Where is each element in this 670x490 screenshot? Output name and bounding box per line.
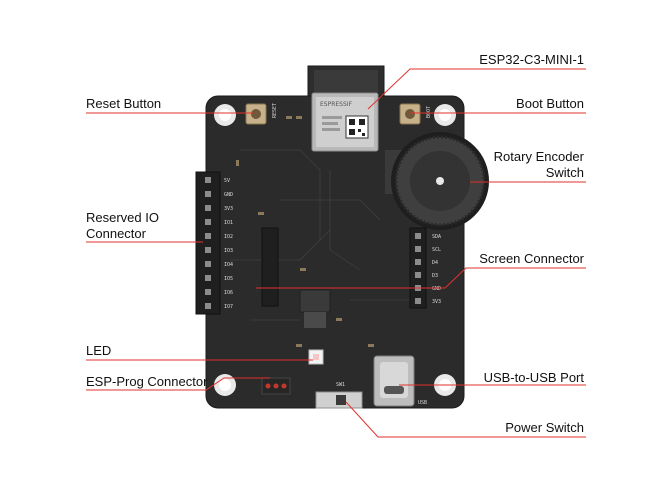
screen-pin-label: GND (432, 286, 441, 292)
reserved-io-pin-label: IO7 (224, 304, 233, 310)
line-power (345, 401, 586, 438)
reserved-io-pin (205, 303, 211, 309)
reserved-io-pin-label: 3V3 (224, 206, 233, 212)
reserved-io-pin-label: IO4 (224, 262, 233, 268)
rotary-encoder[interactable] (385, 132, 489, 230)
smd-components (236, 116, 374, 347)
reserved-io-pin-label: IO2 (224, 234, 233, 240)
esp32-module-shield: ESPRESSIF (311, 92, 379, 152)
label-reserved-io-line2: Connector (86, 226, 146, 241)
line-screen (256, 267, 586, 289)
line-esp-prog (86, 377, 270, 391)
label-rotary-line2: Switch (545, 165, 584, 180)
screen-pin (415, 298, 421, 304)
mounting-holes (214, 104, 456, 396)
reserved-io-pin (205, 191, 211, 197)
reserved-io-pin (205, 205, 211, 211)
line-esp32 (367, 68, 586, 110)
reset-silk: RESET (272, 103, 278, 118)
pcb-traces (230, 149, 410, 321)
reserved-io-pin-label: IO6 (224, 290, 233, 296)
usb-port: USB (373, 355, 427, 407)
reserved-io-pin-label: IO1 (224, 220, 233, 226)
led (308, 349, 324, 365)
label-esp32-module: ESP32-C3-MINI-1 (479, 52, 584, 67)
label-screen-connector: Screen Connector (479, 251, 584, 266)
sw1-silk: SW1 (336, 382, 345, 388)
label-reset-button: Reset Button (86, 96, 162, 111)
screen-pin-label: D3 (432, 273, 438, 279)
label-power-switch: Power Switch (505, 420, 584, 435)
screen-pin-label: D4 (432, 260, 438, 266)
reserved-io-pin (205, 247, 211, 253)
label-boot-button: Boot Button (516, 96, 584, 111)
inner-header (261, 227, 279, 307)
screen-pin-label: 3V3 (432, 299, 441, 305)
screen-pin (415, 272, 421, 278)
callout-lines (86, 68, 586, 438)
label-led: LED (86, 343, 112, 358)
reserved-io-pin (205, 261, 211, 267)
boot-button[interactable]: BOOT (399, 103, 432, 125)
reserved-io-pin-label: IO3 (224, 248, 233, 254)
label-usb-port: USB-to-USB Port (483, 370, 584, 385)
usb-silk: USB (418, 400, 427, 406)
reserved-io-pin (205, 233, 211, 239)
screen-connector (409, 227, 427, 309)
screen-pin (415, 259, 421, 265)
esp32-module (307, 65, 385, 97)
power-switch[interactable]: SW1 (315, 382, 363, 409)
screen-pin-label: SCL (432, 247, 441, 253)
reserved-io-pin (205, 275, 211, 281)
reset-button[interactable]: RESET (245, 103, 278, 125)
reserved-io-pin (205, 219, 211, 225)
screen-pin (415, 246, 421, 252)
reserved-io-pin (205, 289, 211, 295)
label-reserved-io-line1: Reserved IO (86, 210, 159, 225)
screen-pin (415, 233, 421, 239)
label-rotary-line1: Rotary Encoder (493, 149, 584, 164)
reserved-io-pin-label: GND (224, 192, 233, 198)
boot-silk: BOOT (426, 106, 432, 118)
label-esp-prog: ESP-Prog Connector (86, 374, 208, 389)
reserved-io-pin-label: IO5 (224, 276, 233, 282)
module-brand-text: ESPRESSIF (320, 101, 353, 108)
reserved-io-pin-label: 5V (224, 178, 230, 184)
screen-pin-label: SDA (432, 234, 441, 240)
reserved-io-pin (205, 177, 211, 183)
voltage-regulator (299, 289, 331, 328)
esp-prog-connector (261, 377, 291, 395)
